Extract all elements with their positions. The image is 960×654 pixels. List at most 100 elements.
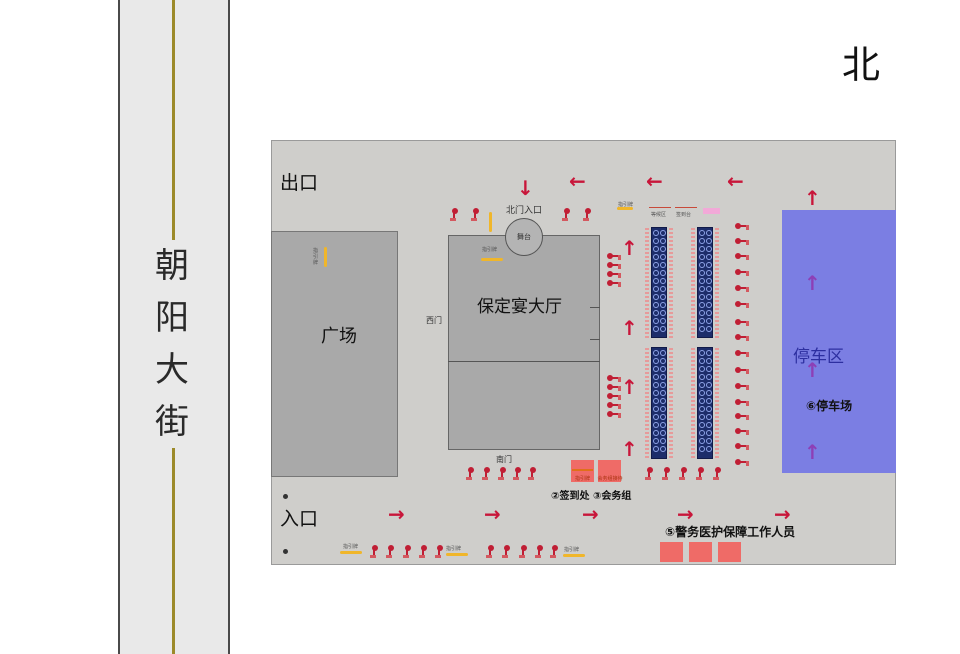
stanchion-icon bbox=[607, 401, 623, 409]
table-seat-icon bbox=[653, 326, 659, 332]
table-column[interactable] bbox=[651, 347, 667, 459]
stanchion-icon bbox=[607, 374, 623, 382]
stanchion-icon bbox=[607, 279, 623, 287]
table-seat-icon bbox=[653, 414, 659, 420]
table-seat-icon bbox=[653, 302, 659, 308]
stanchion-icon bbox=[486, 545, 495, 559]
hall-sign-label: 指引牌 bbox=[482, 247, 498, 253]
table-seat-icon bbox=[699, 246, 705, 252]
table-seat-icon bbox=[660, 254, 666, 260]
arrow-up-icon: ↑ bbox=[621, 316, 638, 340]
label-line bbox=[649, 207, 671, 208]
table-seat-icon bbox=[706, 398, 712, 404]
table-seat-icon bbox=[660, 350, 666, 356]
table-seat-icon bbox=[653, 254, 659, 260]
parking-area[interactable] bbox=[782, 210, 896, 473]
stanchion-icon bbox=[735, 349, 751, 357]
staff-booth[interactable] bbox=[689, 542, 712, 562]
stage[interactable]: 舞台 bbox=[505, 218, 543, 256]
table-seat-icon bbox=[699, 254, 705, 260]
affairs-booth[interactable] bbox=[598, 460, 621, 482]
table-seat-icon bbox=[699, 422, 705, 428]
table-seat-icon bbox=[706, 238, 712, 244]
staff-booth[interactable] bbox=[718, 542, 741, 562]
street-char: 朝 bbox=[155, 246, 189, 286]
stanchion-icon bbox=[735, 268, 751, 276]
table-seat-icon bbox=[706, 254, 712, 260]
parking-subtitle: ⑥停车场 bbox=[806, 399, 853, 413]
stanchion-icon bbox=[735, 398, 751, 406]
table-seat-icon bbox=[699, 230, 705, 236]
table-seat-icon bbox=[699, 398, 705, 404]
table-seat-icon bbox=[699, 438, 705, 444]
stanchion-icon bbox=[435, 545, 444, 559]
table-seat-icon bbox=[660, 262, 666, 268]
plaza-area[interactable] bbox=[271, 231, 398, 477]
stanchion-icon bbox=[535, 545, 544, 559]
table-seat-icon bbox=[699, 262, 705, 268]
table-seat-icon bbox=[653, 406, 659, 412]
checkin-booth[interactable] bbox=[571, 460, 594, 482]
sign-label: 指引牌 bbox=[564, 547, 580, 553]
table-column[interactable] bbox=[651, 227, 667, 338]
arrow-up-icon: ↑ bbox=[621, 375, 638, 399]
seat-row bbox=[669, 348, 673, 458]
table-seat-icon bbox=[653, 318, 659, 324]
stanchion-icon bbox=[607, 270, 623, 278]
seat-row bbox=[691, 228, 695, 338]
table-seat-icon bbox=[706, 246, 712, 252]
stanchion-icon bbox=[498, 467, 507, 481]
staff-caption: ⑤警务医护保障工作人员 bbox=[665, 525, 796, 539]
table-seat-icon bbox=[706, 446, 712, 452]
table-seat-icon bbox=[699, 318, 705, 324]
booth-sign-bar bbox=[572, 469, 593, 471]
table-seat-icon bbox=[699, 406, 705, 412]
stanchion-icon bbox=[735, 366, 751, 374]
sign-label: 指引牌 bbox=[343, 544, 359, 550]
stanchion-icon bbox=[735, 382, 751, 390]
stanchion-icon bbox=[450, 208, 459, 222]
stanchion-icon bbox=[735, 284, 751, 292]
table-seat-icon bbox=[699, 358, 705, 364]
hall-door-mark bbox=[590, 307, 600, 308]
table-seat-icon bbox=[653, 382, 659, 388]
plaza-sign-label: 指引牌 bbox=[313, 248, 319, 266]
table-seat-icon bbox=[653, 390, 659, 396]
arrow-right-icon: → bbox=[582, 502, 599, 526]
table-seat-icon bbox=[706, 262, 712, 268]
table-column[interactable] bbox=[697, 227, 713, 338]
sign-label: 指引牌 bbox=[618, 202, 634, 208]
table-seat-icon bbox=[699, 278, 705, 284]
table-seat-icon bbox=[706, 326, 712, 332]
table-seat-icon bbox=[653, 246, 659, 252]
table-column[interactable] bbox=[697, 347, 713, 459]
seat-row bbox=[715, 228, 719, 338]
table-seat-icon bbox=[653, 310, 659, 316]
arrow-right-icon: → bbox=[484, 502, 501, 526]
stanchion-icon bbox=[466, 467, 475, 481]
hall-label: 保定宴大厅 bbox=[477, 297, 562, 317]
stanchion-icon bbox=[735, 318, 751, 326]
staff-booth[interactable] bbox=[660, 542, 683, 562]
table-seat-icon bbox=[706, 350, 712, 356]
banquet-hall[interactable] bbox=[448, 235, 600, 450]
street-name-label: 朝 阳 大 街 bbox=[150, 240, 194, 448]
table-seat-icon bbox=[706, 302, 712, 308]
table-seat-icon bbox=[653, 430, 659, 436]
table-seat-icon bbox=[699, 270, 705, 276]
stanchion-icon bbox=[607, 410, 623, 418]
table-seat-icon bbox=[706, 390, 712, 396]
booth-sign-label: 指引牌 bbox=[574, 476, 590, 482]
seat-row bbox=[669, 228, 673, 338]
stanchion-icon bbox=[386, 545, 395, 559]
arrow-up-icon: ↑ bbox=[621, 236, 638, 260]
table-seat-icon bbox=[653, 286, 659, 292]
table-seat-icon bbox=[706, 318, 712, 324]
seat-row bbox=[645, 348, 649, 458]
table-seat-icon bbox=[653, 374, 659, 380]
stanchion-icon bbox=[528, 467, 537, 481]
table-seat-icon bbox=[653, 278, 659, 284]
plaza-label: 广场 bbox=[321, 326, 357, 347]
seat-row bbox=[691, 348, 695, 458]
stanchion-icon bbox=[735, 300, 751, 308]
